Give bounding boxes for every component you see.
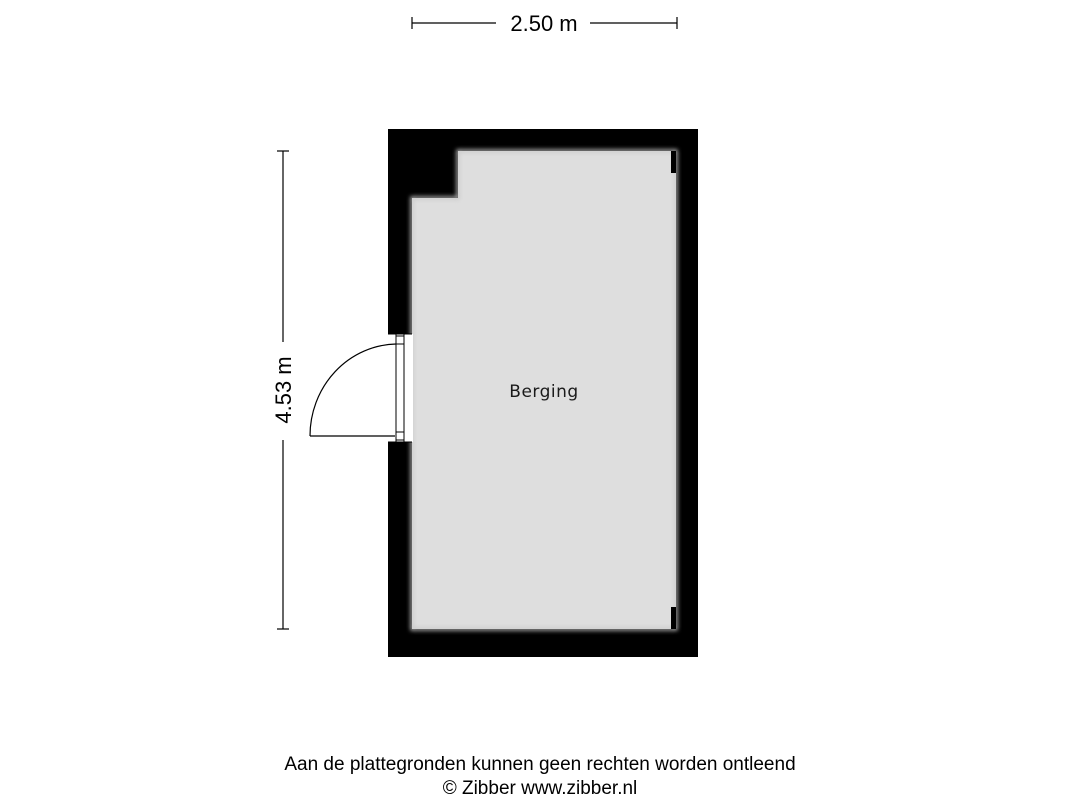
footer-copyright: © Zibber www.zibber.nl [442, 778, 638, 799]
door-opening [386, 334, 413, 442]
wall-notch-bottom [671, 607, 676, 629]
wall-notch-top [671, 151, 676, 173]
height-dimension-label: 4.53 m [271, 356, 296, 423]
room-label-berging: Berging [509, 382, 578, 402]
door-swing-arc [309, 343, 397, 437]
room-floor [412, 151, 676, 629]
height-dimension: 4.53 m [271, 150, 296, 630]
footer-disclaimer: Aan de plattegronden kunnen geen rechten… [284, 754, 796, 775]
width-dimension-label: 2.50 m [510, 11, 577, 36]
width-dimension: 2.50 m [411, 11, 678, 36]
door [309, 333, 413, 443]
